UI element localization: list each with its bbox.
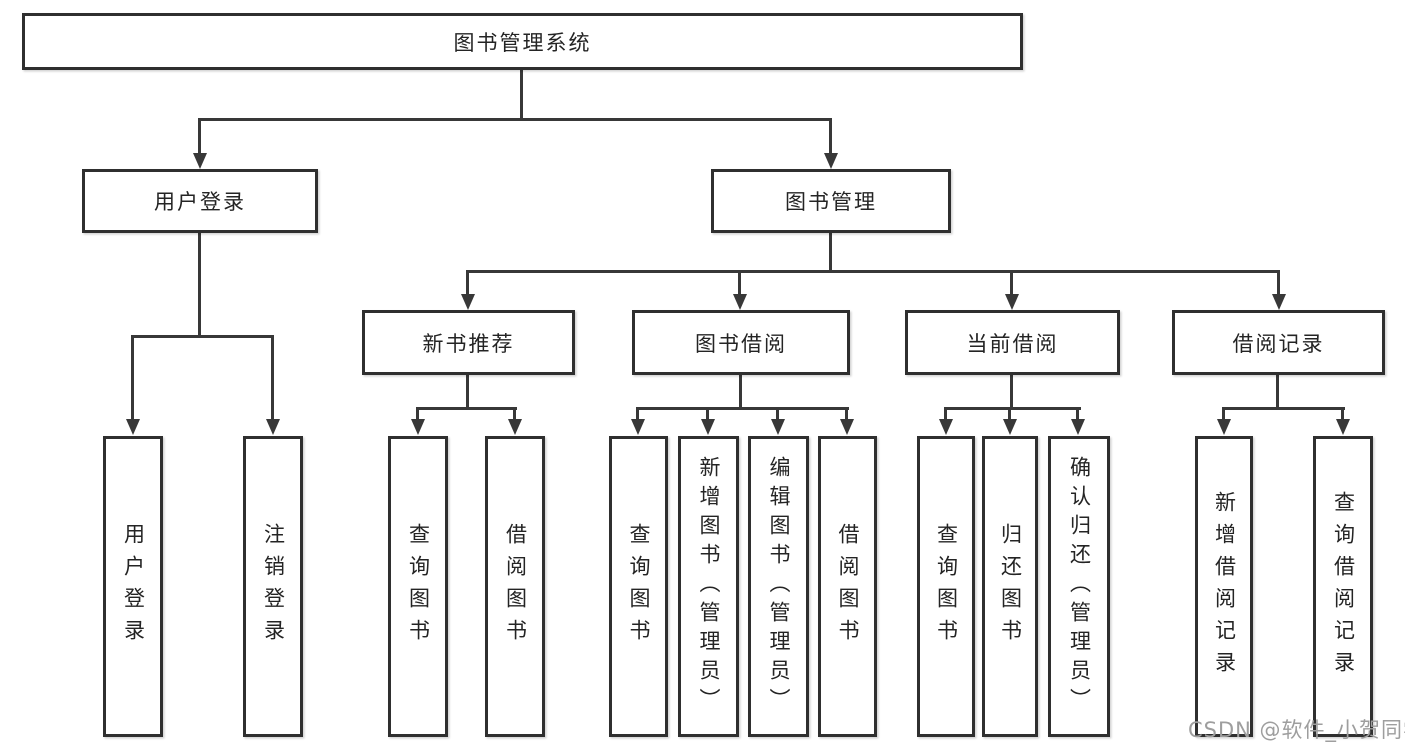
edge-line-v — [198, 121, 201, 155]
leaf-user-login-label: 用户登录 — [121, 522, 146, 651]
edge-line-v — [1341, 410, 1344, 421]
edge-arrow — [939, 419, 953, 435]
leaf-borrow-books-label: 借阅图书 — [836, 522, 860, 651]
edge-line-v — [636, 410, 639, 421]
node-book-management: 图书管理 — [711, 169, 951, 233]
edge-line-h — [131, 335, 274, 338]
edge-line-h — [466, 270, 1280, 273]
leaf-add-borrow-record: 新增借阅记录 — [1195, 436, 1253, 737]
leaf-edit-books-admin: 编辑图书（管理员） — [748, 436, 809, 737]
edge-line-h — [198, 118, 832, 121]
node-book-borrow-label: 图书借阅 — [695, 331, 787, 356]
leaf-query-borrow-record: 查询借阅记录 — [1313, 436, 1373, 737]
edge-arrow — [631, 419, 645, 435]
node-system-root-label: 图书管理系统 — [453, 30, 592, 55]
edge-line-v — [845, 410, 848, 421]
edge-line-v — [416, 410, 419, 421]
leaf-confirm-return-admin-label: 确认归还（管理员） — [1067, 456, 1092, 717]
edge-line-h — [636, 407, 849, 410]
leaf-recommend-borrow-books: 借阅图书 — [485, 436, 545, 737]
edge-arrow — [1217, 419, 1231, 435]
edge-arrow — [733, 294, 747, 310]
node-system-root: 图书管理系统 — [22, 13, 1023, 70]
leaf-edit-books-admin-label: 编辑图书（管理员） — [767, 456, 791, 717]
edge-line-v — [1222, 410, 1225, 421]
edge-arrow — [840, 419, 854, 435]
edge-line-v — [1010, 273, 1013, 296]
edge-arrow — [824, 153, 838, 169]
leaf-add-books-admin-label: 新增图书（管理员） — [697, 456, 721, 717]
edge-line-v — [466, 273, 469, 296]
edge-line-v — [271, 338, 274, 421]
edge-line-v — [944, 410, 947, 421]
node-user-login-label: 用户登录 — [154, 190, 246, 214]
node-current-borrow: 当前借阅 — [905, 310, 1120, 375]
edge-arrow — [1272, 294, 1286, 310]
edge-arrow — [126, 419, 140, 435]
edge-arrow — [461, 294, 475, 310]
leaf-return-books-label: 归还图书 — [998, 522, 1023, 651]
node-book-borrow: 图书借阅 — [632, 310, 850, 375]
leaf-borrow-query-books-label: 查询图书 — [627, 522, 651, 651]
edge-line-v — [131, 338, 134, 421]
edge-line-v — [776, 410, 779, 421]
leaf-user-login: 用户登录 — [103, 436, 163, 737]
leaf-borrow-query-books: 查询图书 — [609, 436, 668, 737]
edge-line-h — [944, 407, 1081, 410]
leaf-query-borrow-record-label: 查询借阅记录 — [1331, 490, 1356, 683]
edge-line-v — [1008, 410, 1011, 421]
leaf-logout-label: 注销登录 — [261, 522, 286, 651]
edge-arrow — [193, 153, 207, 169]
edge-arrow — [771, 419, 785, 435]
node-current-borrow-label: 当前借阅 — [966, 331, 1059, 356]
edge-arrow — [1071, 419, 1085, 435]
edge-arrow — [266, 419, 280, 435]
edge-arrow — [508, 419, 522, 435]
edge-arrow — [411, 419, 425, 435]
csdn-watermark: CSDN @软件_小贺同学 — [1188, 718, 1405, 742]
leaf-current-query-books: 查询图书 — [917, 436, 975, 737]
node-book-management-label: 图书管理 — [785, 190, 877, 214]
leaf-recommend-borrow-books-label: 借阅图书 — [503, 522, 528, 651]
edge-line-v — [513, 410, 516, 421]
edge-line-v — [738, 273, 741, 296]
leaf-add-books-admin: 新增图书（管理员） — [678, 436, 739, 737]
edge-line-v — [739, 375, 742, 410]
leaf-logout: 注销登录 — [243, 436, 303, 737]
edge-line-h — [1222, 407, 1345, 410]
leaf-confirm-return-admin: 确认归还（管理员） — [1048, 436, 1110, 737]
edge-arrow — [1336, 419, 1350, 435]
node-borrow-record: 借阅记录 — [1172, 310, 1385, 375]
edge-arrow — [1003, 419, 1017, 435]
edge-arrow — [1005, 294, 1019, 310]
leaf-add-borrow-record-label: 新增借阅记录 — [1212, 490, 1237, 683]
node-user-login: 用户登录 — [82, 169, 318, 233]
leaf-return-books: 归还图书 — [982, 436, 1038, 737]
edge-line-v — [520, 70, 523, 118]
node-borrow-record-label: 借阅记录 — [1232, 331, 1325, 356]
edge-line-v — [198, 233, 201, 335]
leaf-current-query-books-label: 查询图书 — [934, 522, 959, 651]
leaf-recommend-query-books-label: 查询图书 — [406, 522, 431, 651]
edge-line-v — [829, 233, 832, 270]
edge-arrow — [701, 419, 715, 435]
edge-line-v — [1276, 375, 1279, 410]
edge-line-v — [829, 121, 832, 155]
node-new-book-recommend: 新书推荐 — [362, 310, 575, 375]
edge-line-v — [1277, 273, 1280, 296]
leaf-borrow-books: 借阅图书 — [818, 436, 877, 737]
leaf-recommend-query-books: 查询图书 — [388, 436, 448, 737]
edge-line-v — [1076, 410, 1079, 421]
node-new-book-recommend-label: 新书推荐 — [422, 331, 515, 356]
edge-line-v — [706, 410, 709, 421]
edge-line-v — [466, 375, 469, 410]
edge-line-h — [416, 407, 517, 410]
edge-line-v — [1010, 375, 1013, 410]
